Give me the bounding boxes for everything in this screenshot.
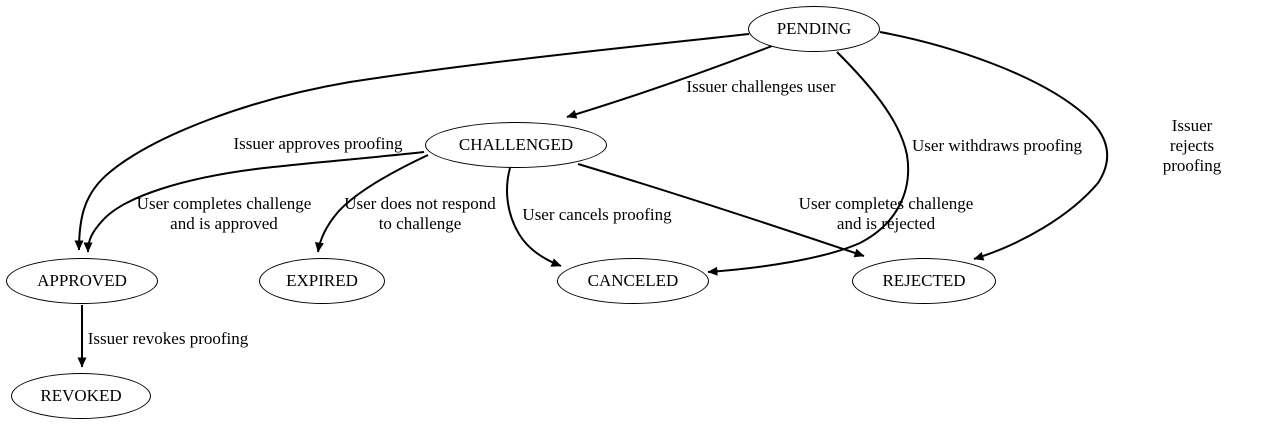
node-expired: EXPIRED (259, 258, 385, 304)
edge-label-user-withdraws-proofing: User withdraws proofing (912, 136, 1082, 155)
node-expired-label: EXPIRED (286, 271, 358, 290)
edge-challenged-approved (83, 151, 425, 253)
edge-label-user-cancels-proofing: User cancels proofing (522, 205, 672, 224)
edge-label-user-completes-challenge-rejected: User completes challenge and is rejected (798, 194, 974, 233)
edge-pending-challenged (566, 45, 773, 119)
node-challenged: CHALLENGED (425, 122, 607, 168)
node-challenged-label: CHALLENGED (458, 135, 574, 154)
edge-pending-rejected (879, 31, 1109, 261)
node-rejected-label: REJECTED (882, 271, 966, 290)
edge-label-issuer-rejects-proofing: Issuer rejects proofing (1162, 116, 1222, 175)
node-pending-label: PENDING (776, 19, 852, 38)
node-revoked: REVOKED (11, 373, 151, 419)
node-rejected: REJECTED (852, 258, 996, 304)
edge-label-user-completes-challenge-approved: User completes challenge and is approved (136, 194, 312, 233)
edge-label-issuer-revokes-proofing: Issuer revokes proofing (87, 329, 249, 348)
edge-pending-canceled (707, 51, 910, 276)
edge-challenged-expired (314, 154, 429, 253)
node-canceled-label: CANCELED (587, 271, 679, 290)
node-approved: APPROVED (6, 258, 158, 304)
edge-label-issuer-approves-proofing: Issuer approves proofing (233, 134, 403, 153)
edge-label-issuer-challenges-user: Issuer challenges user (686, 77, 836, 96)
edge-challenged-canceled (506, 167, 562, 267)
node-pending: PENDING (748, 6, 880, 52)
node-canceled: CANCELED (557, 258, 709, 304)
node-revoked-label: REVOKED (40, 386, 122, 405)
edge-label-user-does-not-respond: User does not respond to challenge (344, 194, 496, 233)
edge-pending-approved (74, 33, 750, 251)
edge-challenged-rejected (577, 163, 865, 258)
node-approved-label: APPROVED (37, 271, 127, 290)
